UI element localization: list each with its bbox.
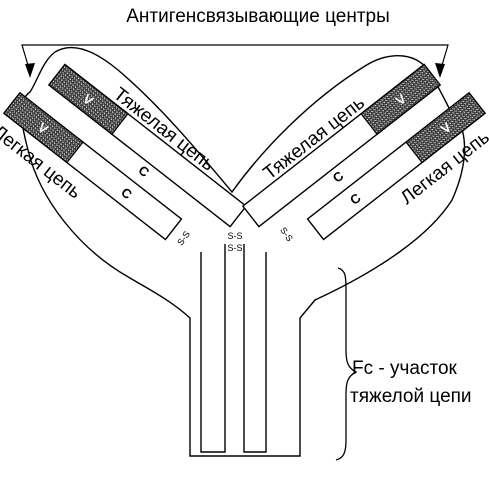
right-arm: V Тяжелая цепь C V Легкая цепь C <box>241 63 489 241</box>
heavy-chain-left-c-label: C <box>136 162 153 180</box>
heavy-chain-right-stem <box>243 244 267 453</box>
right-arrow-head <box>435 63 445 78</box>
fc-brace <box>335 267 358 461</box>
heavy-chain-left-variable-region <box>48 63 129 136</box>
heavy-chain-left-stem <box>200 244 226 453</box>
light-chain-right: V Легкая цепь C <box>306 91 489 241</box>
antibody-envelope <box>20 47 466 457</box>
disulfide-bond-hinge-2: S-S <box>227 243 242 253</box>
left-arrow-head <box>25 63 35 78</box>
fc-region-label-line1: Fc - участок <box>352 358 458 379</box>
disulfide-bond-right: S-S <box>278 225 295 243</box>
heavy-chain-right-variable-region <box>360 63 441 136</box>
heavy-chain-right-c-label: C <box>330 168 347 186</box>
antigen-binding-sites-title: Антигенсвязывающие центры <box>126 6 390 27</box>
light-chain-left-variable-region <box>3 91 84 164</box>
light-chain-right-variable-region <box>405 91 486 164</box>
fc-region-label-line2: тяжелой цепи <box>350 386 472 407</box>
disulfide-bond-left: S-S <box>175 229 192 247</box>
disulfide-bond-hinge-1: S-S <box>227 231 242 241</box>
title-bracket <box>21 44 449 73</box>
